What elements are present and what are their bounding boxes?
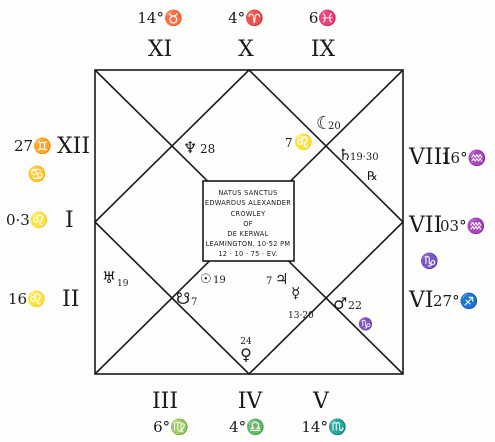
center-inscription: NATUS SANCTUS EDWARDUS ALEXANDER CROWLEY… xyxy=(205,189,291,258)
house-iii-cusp: 6°♍ xyxy=(153,418,189,436)
neptune-icon: ♆ xyxy=(183,138,197,157)
house-xi-cusp: 14°♉ xyxy=(137,9,182,27)
house-xii-label: XII xyxy=(57,134,90,159)
jupiter-icon: ♃ xyxy=(275,270,288,288)
mars-icon: ♂ xyxy=(333,294,347,313)
center-box xyxy=(202,180,295,262)
house-viii-label: VIII xyxy=(408,145,451,170)
house-iv-cusp: 4°♎ xyxy=(229,418,265,436)
house-v-cusp: 14°♏ xyxy=(301,418,346,436)
house-i-cusp: 0·3♌ xyxy=(6,211,49,229)
neptune-degree: 28 xyxy=(200,142,215,156)
mars-degree: 22 xyxy=(348,299,362,312)
house-iv-label: IV xyxy=(238,389,264,414)
house-xii-cusp: 27♊ xyxy=(14,137,52,155)
house-ix-cusp: 6♓ xyxy=(309,9,337,27)
house-ii-cusp: 16♌ xyxy=(8,290,46,308)
house-x-cusp: 4°♈ xyxy=(228,9,264,27)
saturn-icon: ♄ xyxy=(338,145,352,164)
center-line-5: DE KERWAL xyxy=(227,230,268,238)
mercury-icon: ☿ xyxy=(291,284,300,302)
uranus-degree: 19 xyxy=(117,279,129,289)
house-vi-label: VI xyxy=(408,288,434,313)
center-line-2: EDWARDUS ALEXANDER xyxy=(205,199,291,207)
house-ii-label: II xyxy=(62,287,79,312)
center-line-7: 12 · 10 · 75 · EV. xyxy=(218,250,277,258)
uranus-icon: ♅ xyxy=(102,268,116,287)
house-xi-label: XI xyxy=(148,37,172,62)
center-line-1: NATUS SANCTUS xyxy=(218,189,277,197)
saturn-degree: 19·30 xyxy=(350,152,379,163)
moon-icon: ☾ xyxy=(316,113,332,134)
house-viii-cusp: 16°♒ xyxy=(441,149,486,167)
sun-icon: ☉ xyxy=(200,272,212,287)
mars-sign-icon: ♑ xyxy=(358,317,373,331)
center-line-6: LEAMINGTON. 10·52 PM xyxy=(206,240,291,248)
center-line-3: CROWLEY xyxy=(231,210,267,218)
house-x-label: X xyxy=(238,37,254,62)
house-iii-label: III xyxy=(152,389,178,414)
sun-degree: 19 xyxy=(213,275,226,286)
house-vii-cusp: 03°♒ xyxy=(440,217,485,235)
retrograde-icon: ℞ xyxy=(367,169,378,183)
moon-degree: 20 xyxy=(328,121,341,132)
house-i-label: I xyxy=(65,208,74,233)
leo-seven-degree: 7 xyxy=(285,136,293,150)
south-node-degree: 7 xyxy=(191,297,197,308)
leo-icon: ♌ xyxy=(294,133,313,151)
south-node-icon: ☋ xyxy=(176,289,190,308)
house-xii-extra-glyph: ♋ xyxy=(28,165,47,183)
house-v-label: V xyxy=(312,389,330,414)
center-line-4: OF xyxy=(243,220,253,228)
inner-diamond xyxy=(93,68,405,376)
house-vii-extra-glyph: ♑ xyxy=(420,252,439,270)
house-vii-label: VII xyxy=(408,213,442,238)
venus-icon: ♀ xyxy=(240,345,252,364)
house-ix-label: IX xyxy=(311,37,336,62)
house-vi-cusp: 27°♐ xyxy=(433,292,478,310)
mercury-degree: 13·20 xyxy=(288,311,314,321)
venus-degree: 24 xyxy=(240,337,252,347)
jupiter-degree: 7 xyxy=(266,276,272,287)
